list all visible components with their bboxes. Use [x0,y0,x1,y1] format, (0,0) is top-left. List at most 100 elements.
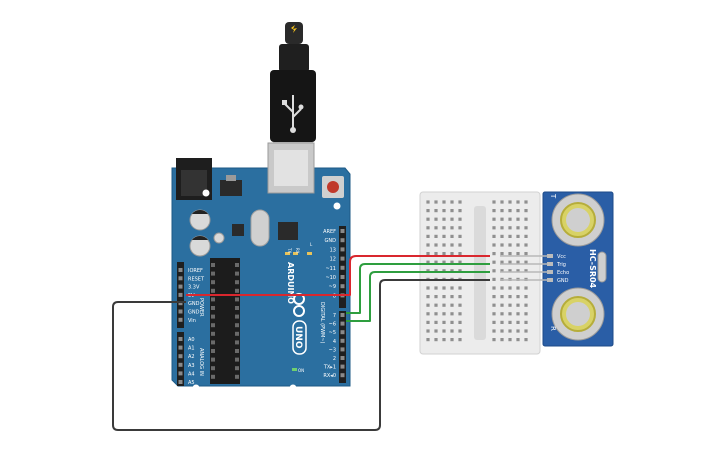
breadboard-hole[interactable] [426,226,430,230]
breadboard-hole[interactable] [492,277,496,281]
breadboard-hole[interactable] [458,260,462,264]
wire-pin7-to-trig[interactable] [346,263,490,314]
header-pin[interactable] [340,321,345,326]
breadboard-hole[interactable] [492,260,496,264]
breadboard-hole[interactable] [516,320,520,324]
breadboard-hole[interactable] [426,286,430,290]
breadboard-hole[interactable] [442,303,446,307]
breadboard-hole[interactable] [508,226,512,230]
sensor-pin[interactable] [547,278,553,282]
header-pin[interactable] [178,354,183,359]
breadboard-hole[interactable] [458,338,462,342]
header-pin[interactable] [340,265,345,270]
breadboard-hole[interactable] [524,269,528,273]
header-pin[interactable] [178,301,183,306]
breadboard-hole[interactable] [516,226,520,230]
breadboard-hole[interactable] [458,312,462,316]
breadboard-hole[interactable] [516,303,520,307]
breadboard-hole[interactable] [458,234,462,238]
breadboard-hole[interactable] [492,303,496,307]
breadboard-hole[interactable] [426,234,430,238]
breadboard-hole[interactable] [450,312,454,316]
breadboard-hole[interactable] [516,286,520,290]
breadboard-hole[interactable] [492,295,496,299]
breadboard-hole[interactable] [434,243,438,247]
header-pin[interactable] [178,362,183,367]
breadboard-hole[interactable] [516,295,520,299]
wire-gnd-to-gnd[interactable] [112,279,490,431]
breadboard-hole[interactable] [524,286,528,290]
breadboard-hole[interactable] [458,269,462,273]
breadboard-hole[interactable] [426,320,430,324]
header-pin[interactable] [178,276,183,281]
breadboard-hole[interactable] [426,217,430,221]
breadboard-hole[interactable] [458,209,462,213]
breadboard-hole[interactable] [434,217,438,221]
breadboard-hole[interactable] [524,260,528,264]
breadboard-hole[interactable] [426,295,430,299]
breadboard-hole[interactable] [442,217,446,221]
breadboard-hole[interactable] [508,312,512,316]
breadboard-hole[interactable] [450,303,454,307]
header-pin[interactable] [340,247,345,252]
breadboard-hole[interactable] [434,338,438,342]
breadboard-hole[interactable] [524,217,528,221]
breadboard-hole[interactable] [458,286,462,290]
breadboard-hole[interactable] [450,286,454,290]
breadboard-hole[interactable] [500,320,504,324]
breadboard-hole[interactable] [442,252,446,256]
breadboard-hole[interactable] [426,243,430,247]
breadboard-hole[interactable] [524,200,528,204]
header-pin[interactable] [340,364,345,369]
breadboard-hole[interactable] [508,338,512,342]
header-pin[interactable] [340,238,345,243]
breadboard-hole[interactable] [434,260,438,264]
breadboard-hole[interactable] [442,243,446,247]
breadboard-hole[interactable] [442,338,446,342]
header-pin[interactable] [178,317,183,322]
breadboard-hole[interactable] [426,303,430,307]
wire-pin6-to-echo[interactable] [346,271,490,322]
breadboard-hole[interactable] [458,329,462,333]
header-pin[interactable] [340,256,345,261]
sensor-pin[interactable] [547,262,553,266]
breadboard-hole[interactable] [450,260,454,264]
header-pin[interactable] [178,268,183,272]
breadboard-hole[interactable] [426,338,430,342]
breadboard-hole[interactable] [492,200,496,204]
breadboard-hole[interactable] [442,260,446,264]
breadboard-hole[interactable] [500,329,504,333]
breadboard-hole[interactable] [500,234,504,238]
breadboard-hole[interactable] [426,260,430,264]
breadboard-hole[interactable] [500,303,504,307]
breadboard-hole[interactable] [442,209,446,213]
header-pin[interactable] [178,292,183,297]
breadboard-hole[interactable] [500,200,504,204]
breadboard-hole[interactable] [426,329,430,333]
header-pin[interactable] [178,380,183,384]
breadboard-hole[interactable] [500,243,504,247]
breadboard-hole[interactable] [508,243,512,247]
breadboard-hole[interactable] [524,329,528,333]
breadboard-hole[interactable] [458,217,462,221]
breadboard-hole[interactable] [500,286,504,290]
breadboard-hole[interactable] [500,209,504,213]
breadboard-hole[interactable] [450,329,454,333]
breadboard-hole[interactable] [524,295,528,299]
breadboard-hole[interactable] [442,200,446,204]
header-pin[interactable] [340,313,345,317]
breadboard-hole[interactable] [434,295,438,299]
arduino-uno-board[interactable]: TX RX L ARDUINO UNO ON POWER ANALOG IN D… [171,142,351,392]
breadboard-hole[interactable] [508,329,512,333]
breadboard-hole[interactable] [434,303,438,307]
breadboard-hole[interactable] [426,209,430,213]
breadboard-hole[interactable] [508,320,512,324]
breadboard-hole[interactable] [458,243,462,247]
breadboard-hole[interactable] [524,320,528,324]
header-pin[interactable] [340,373,345,378]
breadboard-hole[interactable] [450,243,454,247]
header-pin[interactable] [178,309,183,314]
breadboard-hole[interactable] [492,243,496,247]
header-pin[interactable] [340,275,345,279]
breadboard-hole[interactable] [434,200,438,204]
